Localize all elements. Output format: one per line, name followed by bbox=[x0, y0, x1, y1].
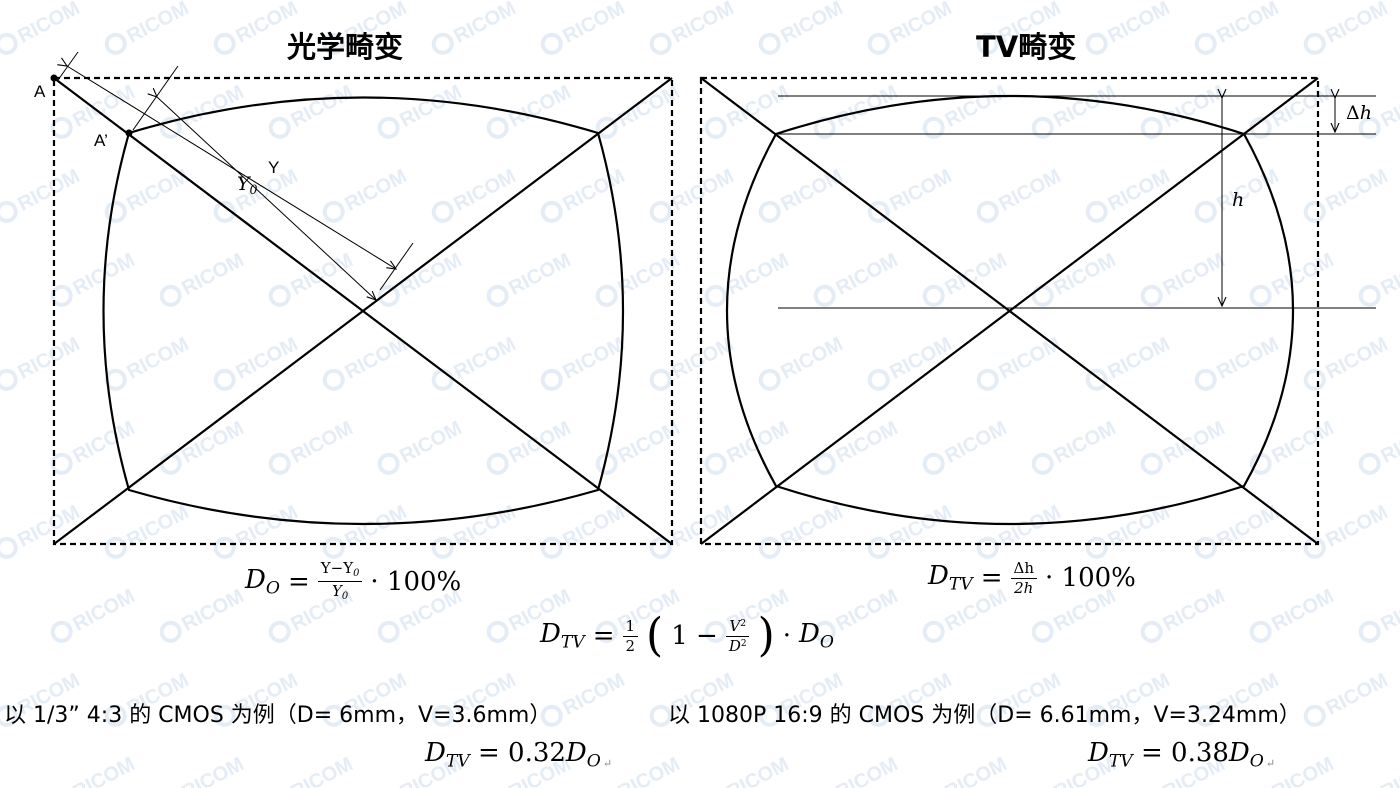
relation-formula: DTV = 1 2 ( 1 − V2 D2 ) · DO bbox=[540, 608, 834, 663]
formula-dtv-fraction: Δh 2h bbox=[1010, 560, 1037, 597]
optical-distortion-diagram bbox=[50, 51, 674, 546]
delta-h-variable: h bbox=[1359, 102, 1372, 124]
y-dimension-arrow bbox=[67, 66, 396, 269]
point-a-label: A bbox=[34, 82, 46, 101]
h-label: h bbox=[1232, 189, 1245, 211]
formula-dtv-tail: · 100% bbox=[1045, 563, 1136, 593]
example-right-result: DTV = 0.38DO↵ bbox=[1088, 738, 1276, 772]
y-extension-bottom bbox=[379, 242, 414, 291]
formula-do-fraction: Y−Y0 Y0 bbox=[317, 560, 363, 603]
formula-do-numerator: Y−Y0 bbox=[317, 560, 363, 583]
formula-dtv-denominator: 2h bbox=[1014, 578, 1034, 597]
formula-do-equals: = bbox=[287, 566, 310, 597]
delta-symbol: Δ bbox=[1346, 102, 1360, 124]
relation-equals: = bbox=[592, 621, 615, 651]
point-a-dot bbox=[50, 74, 58, 82]
relation-lhs: DTV bbox=[540, 619, 585, 653]
delta-h-label: Δh bbox=[1346, 102, 1372, 124]
example-left-result: DTV = 0.32DO↵ bbox=[425, 738, 613, 772]
formula-dtv-lhs: DTV bbox=[928, 561, 973, 595]
relation-one-minus: 1 − bbox=[671, 621, 718, 651]
y0-dimension-arrow bbox=[157, 97, 376, 300]
optical-ideal-frame bbox=[52, 76, 674, 546]
relation-right-paren: ) bbox=[757, 608, 775, 663]
y-extension-top bbox=[57, 51, 79, 81]
return-mark-left: ↵ bbox=[602, 757, 613, 770]
example-right-text: 以 1080P 16:9 的 CMOS 为例（D= 6.61mm，V=3.24m… bbox=[668, 703, 1301, 728]
formula-dtv-numerator: Δh bbox=[1010, 560, 1037, 579]
relation-half-fraction: 1 2 bbox=[622, 618, 639, 654]
tv-diagonal-anti bbox=[700, 77, 1319, 545]
example-left-text: 以 1/3” 4:3 的 CMOS 为例（D= 6mm，V=3.6mm） bbox=[4, 703, 552, 728]
formula-do-denominator: Y0 bbox=[331, 582, 349, 603]
tv-barrel-curve bbox=[725, 94, 1295, 526]
tv-distortion-title: TV畸变 bbox=[976, 30, 1077, 64]
optical-distortion-formula: DO = Y−Y0 Y0 · 100% bbox=[245, 560, 461, 603]
relation-dot: · bbox=[782, 621, 792, 651]
point-a-prime-dot bbox=[125, 129, 133, 137]
formula-do-lhs: DO bbox=[245, 564, 280, 599]
formula-dtv-equals: = bbox=[980, 563, 1003, 593]
tv-distortion-formula: DTV = Δh 2h · 100% bbox=[928, 560, 1136, 596]
relation-v-d-fraction: V2 D2 bbox=[726, 618, 750, 654]
return-mark-right: ↵ bbox=[1265, 757, 1276, 770]
tv-distortion-diagram bbox=[699, 76, 1376, 546]
relation-left-paren: ( bbox=[646, 608, 664, 663]
optical-diagonal-anti bbox=[53, 77, 673, 545]
tv-ideal-frame bbox=[699, 76, 1320, 546]
relation-rhs: DO bbox=[799, 619, 834, 653]
formula-do-tail: · 100% bbox=[370, 566, 462, 597]
